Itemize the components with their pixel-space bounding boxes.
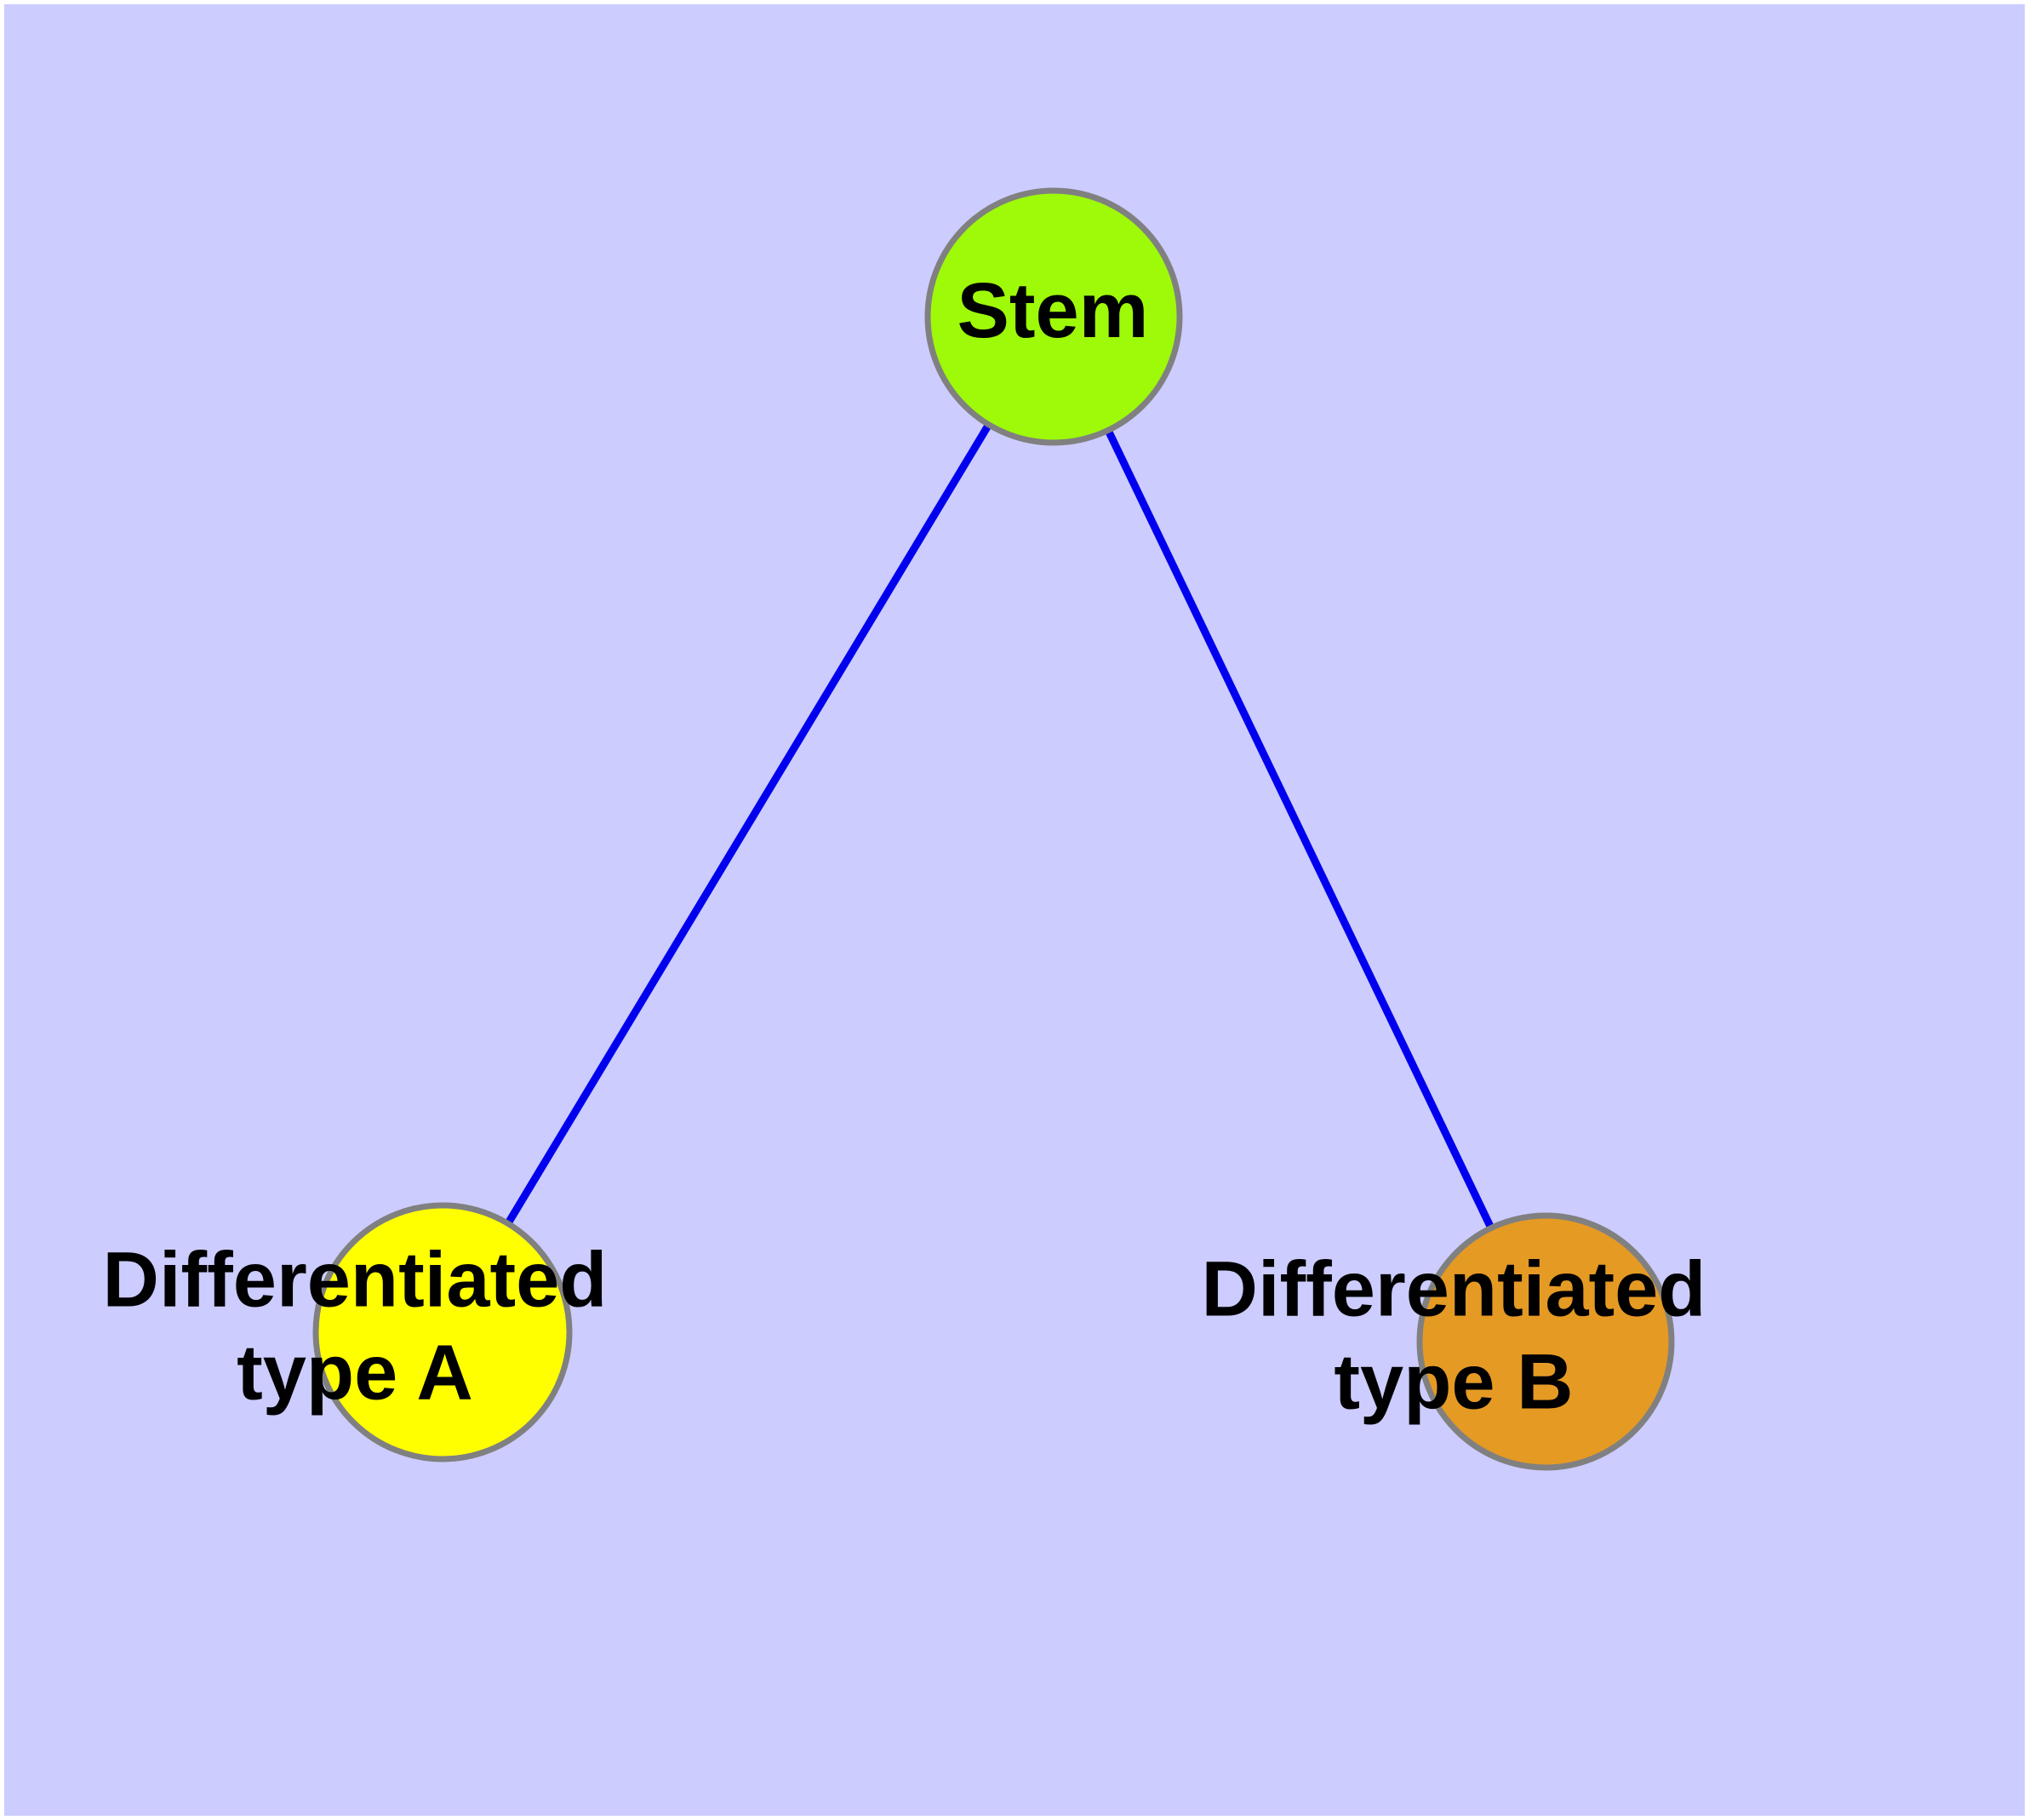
edge-stem-to-differentiated-type-a[interactable] bbox=[439, 314, 1057, 1335]
node-label-stem: Stem bbox=[957, 267, 1149, 354]
node-label-line: type A bbox=[237, 1330, 473, 1417]
node-label-line: type B bbox=[1334, 1339, 1573, 1426]
nodes-layer bbox=[312, 187, 1675, 1471]
node-label-line: Differentiated bbox=[1202, 1246, 1706, 1333]
edges-layer bbox=[439, 314, 1550, 1343]
node-label-line: Differentiated bbox=[103, 1237, 608, 1324]
node-differentiated-type-a[interactable] bbox=[312, 1202, 573, 1462]
node-label-line: Stem bbox=[957, 267, 1149, 354]
edge-stem-to-differentiated-type-b[interactable] bbox=[1049, 315, 1550, 1343]
node-stem[interactable] bbox=[924, 187, 1183, 446]
node-differentiated-type-b[interactable] bbox=[1416, 1212, 1675, 1471]
